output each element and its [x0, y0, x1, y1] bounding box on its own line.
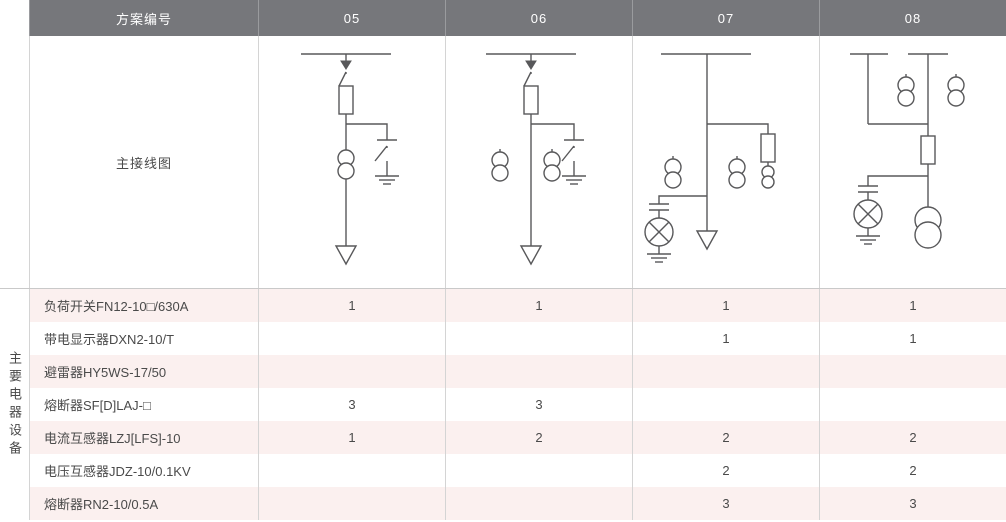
- header-column-07: 07: [633, 0, 820, 36]
- cell-05: [259, 487, 446, 520]
- cell-08: 2: [909, 463, 917, 478]
- table-header-row: 方案编号 05 06 07 08: [0, 0, 1006, 36]
- cell-08: 1: [909, 331, 917, 346]
- table-row: 负荷开关FN12-10□/630A 1 1 1 1: [30, 289, 1006, 322]
- table-row: 电流互感器LZJ[LFS]-10 1 2 2 2: [30, 421, 1006, 454]
- cell-07: [633, 355, 820, 388]
- header-column-08: 08: [904, 10, 922, 26]
- cell-07: 1: [633, 289, 820, 322]
- cell-07: 3: [633, 487, 820, 520]
- cell-05: 1: [259, 421, 446, 454]
- scheme-07-single-line-diagram: [644, 53, 776, 263]
- diagram-cell-08: [820, 36, 1006, 288]
- scheme-05-single-line-diagram: [301, 53, 399, 266]
- cell-07: 2: [633, 421, 820, 454]
- row-label: 熔断器SF[D]LAJ-□: [30, 388, 259, 421]
- cell-08: 3: [909, 496, 917, 511]
- cell-06: [446, 355, 633, 388]
- group-label-cell: 主要电器设备: [0, 289, 30, 520]
- header-plan-number: 方案编号: [30, 0, 259, 36]
- diagram-row-corner: [0, 36, 30, 288]
- scheme-06-single-line-diagram: [486, 53, 586, 266]
- row-label: 带电显示器DXN2-10/T: [30, 322, 259, 355]
- cell-08: [820, 388, 1006, 421]
- diagram-row-label: 主接线图: [30, 36, 259, 288]
- cell-07: [633, 388, 820, 421]
- table-row: 熔断器SF[D]LAJ-□ 3 3: [30, 388, 1006, 421]
- scheme-08-single-line-diagram: [850, 53, 965, 249]
- group-label-text: 主要电器设备: [7, 350, 22, 459]
- diagram-cell-05: [259, 36, 446, 288]
- equipment-table-body: 主要电器设备 负荷开关FN12-10□/630A 1 1 1 1 带电显示器DX…: [0, 289, 1006, 520]
- cell-06: 2: [446, 421, 633, 454]
- cell-05: [259, 322, 446, 355]
- cell-06: [446, 487, 633, 520]
- cell-08: [820, 355, 1006, 388]
- row-label: 电流互感器LZJ[LFS]-10: [30, 421, 259, 454]
- row-label: 负荷开关FN12-10□/630A: [30, 289, 259, 322]
- table-row: 电压互感器JDZ-10/0.1KV 2 2: [30, 454, 1006, 487]
- cell-08: 2: [909, 430, 917, 445]
- main-wiring-diagram-row: 主接线图: [0, 36, 1006, 289]
- diagram-cell-06: [446, 36, 633, 288]
- table-row: 带电显示器DXN2-10/T 1 1: [30, 322, 1006, 355]
- cell-06: [446, 322, 633, 355]
- cell-06: 1: [446, 289, 633, 322]
- cell-07: 1: [633, 322, 820, 355]
- row-label: 熔断器RN2-10/0.5A: [30, 487, 259, 520]
- diagram-cell-07: [633, 36, 820, 288]
- header-column-05: 05: [259, 0, 446, 36]
- table-row: 熔断器RN2-10/0.5A 3 3: [30, 487, 1006, 520]
- row-label: 电压互感器JDZ-10/0.1KV: [30, 454, 259, 487]
- cell-05: [259, 454, 446, 487]
- cell-08: 1: [909, 298, 917, 313]
- equipment-rows: 负荷开关FN12-10□/630A 1 1 1 1 带电显示器DXN2-10/T…: [30, 289, 1006, 520]
- cell-05: 1: [259, 289, 446, 322]
- table-row: 避雷器HY5WS-17/50: [30, 355, 1006, 388]
- cell-06: [446, 454, 633, 487]
- row-label: 避雷器HY5WS-17/50: [30, 355, 259, 388]
- cell-05: [259, 355, 446, 388]
- header-corner-spacer: [0, 0, 30, 36]
- cell-05: 3: [259, 388, 446, 421]
- cell-07: 2: [633, 454, 820, 487]
- cell-06: 3: [446, 388, 633, 421]
- header-column-06: 06: [446, 0, 633, 36]
